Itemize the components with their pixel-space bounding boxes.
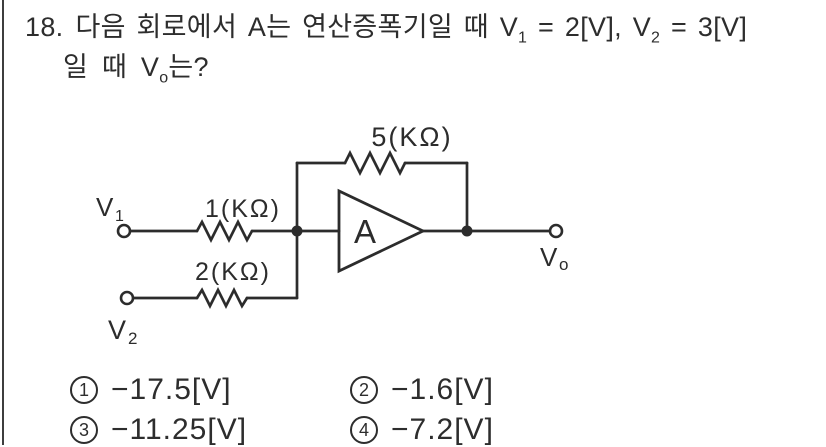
vo-label: V — [540, 242, 559, 272]
question-text-part: 는? — [168, 52, 209, 82]
question-number: 18. — [25, 12, 64, 42]
answer-label: −7.2[V] — [391, 413, 494, 446]
answer-number-badge: 1 — [70, 376, 98, 404]
question-line-1: 18. 다음 회로에서 A는 연산증폭기일 때 V1 = 2[V], V2 = 3… — [25, 12, 748, 46]
answer-number-badge: 2 — [350, 376, 378, 404]
v1-label: V — [96, 192, 115, 222]
page-left-border — [2, 0, 4, 445]
question-text-part: = 2[V], V — [527, 12, 652, 42]
answer-label: −11.25[V] — [111, 413, 248, 446]
answer-option-3: 3 −11.25[V] — [70, 413, 247, 447]
resistor-2k-label: 2(KΩ) — [195, 258, 271, 286]
output-node-dot — [461, 225, 473, 237]
answer-option-4: 4 −7.2[V] — [350, 413, 494, 447]
vo-terminal — [548, 223, 564, 239]
question-text-part: 일 때 V — [63, 52, 160, 82]
resistor-2k — [195, 286, 249, 310]
opamp-circuit-diagram: A V 1 V 2 V o 1(KΩ) 2(KΩ) 5(KΩ) — [96, 122, 570, 348]
answer-label: −1.6[V] — [391, 373, 494, 406]
resistor-1k — [195, 218, 254, 244]
resistor-5k-feedback — [343, 149, 407, 177]
answer-option-1: 1 −17.5[V] — [70, 373, 232, 407]
v2-label: V — [108, 315, 128, 345]
v1-label-subscript: 1 — [115, 208, 126, 225]
question-text-part: 다음 회로에서 A는 연산증폭기일 때 V — [75, 12, 519, 42]
v1-terminal — [116, 223, 132, 239]
question-subscript-2: 2 — [651, 29, 661, 47]
question-line-2: 일 때 Vo는? — [63, 52, 209, 86]
answer-number-badge: 3 — [70, 416, 98, 444]
question-text-part: = 3[V] — [660, 12, 748, 42]
question-subscript-o: o — [159, 69, 169, 87]
opamp-label: A — [354, 213, 378, 250]
answer-number-badge: 4 — [350, 416, 378, 444]
summing-node-dot — [291, 225, 303, 237]
question-subscript-1: 1 — [518, 29, 528, 47]
resistor-1k-label: 1(KΩ) — [205, 195, 281, 223]
vo-label-subscript: o — [559, 255, 570, 274]
v2-label-subscript: 2 — [128, 329, 139, 348]
resistor-5k-label: 5(KΩ) — [371, 122, 452, 152]
answer-option-2: 2 −1.6[V] — [350, 373, 494, 407]
v2-terminal — [119, 290, 135, 306]
answer-label: −17.5[V] — [111, 373, 232, 406]
opamp-triangle — [337, 188, 427, 274]
